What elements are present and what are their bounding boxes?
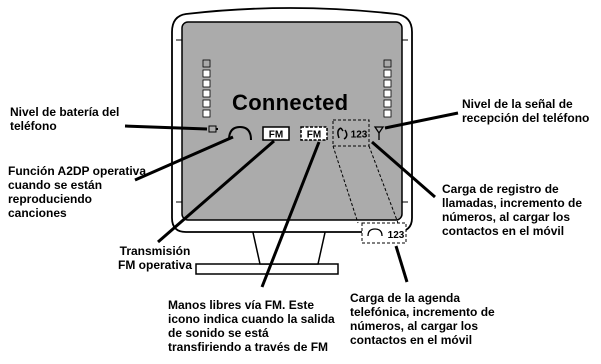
callout-call-log-line-3: números, al cargar los (442, 210, 571, 224)
fm-transmission-icon-text: FM (269, 130, 283, 141)
callout-a2dp-line-4: canciones (8, 206, 67, 220)
callout-signal-line-1: Nivel de la señal de (462, 97, 573, 111)
callout-call-log-line-1: Carga de registro de (442, 182, 559, 196)
fm-transmission-icon (262, 126, 290, 141)
callout-line-battery (124, 124, 208, 131)
callout-lines (124, 111, 459, 288)
callout-line-signal (384, 111, 459, 130)
callout-a2dp: Función A2DP operativa cuando se están r… (8, 164, 146, 220)
callout-call-log-line-4: contactos en el móvil (442, 224, 565, 238)
callout-handsfree-line-3: de sonido se está (168, 326, 269, 340)
callout-line-phonebook (394, 245, 409, 283)
callout-signal-line-2: recepción del teléfono (462, 111, 590, 125)
phonebook-counter: 123 (388, 230, 405, 241)
callout-handsfree-line-1: Manos libres vía FM. Este (168, 298, 315, 312)
callout-signal: Nivel de la señal de recepción del teléf… (462, 97, 589, 125)
callout-call-log: Carga de registro de llamadas, increment… (442, 182, 582, 238)
callout-line-call-log (371, 140, 436, 199)
phonebook-icon (367, 228, 383, 237)
call-log-highlight (332, 119, 370, 147)
callout-line-handsfree (260, 141, 321, 288)
callout-handsfree-line-2: icono indica cuando la salida (168, 312, 335, 326)
call-log-counter: 123 (351, 130, 368, 141)
callout-call-log-line-2: llamadas, incremento de (442, 196, 583, 210)
callout-battery-line-2: teléfono (10, 119, 57, 133)
callout-a2dp-line-2: cuando se están (8, 178, 103, 192)
callout-phonebook-line-4: contactos en el móvil (350, 333, 473, 347)
projection-lines (332, 145, 399, 224)
callout-a2dp-line-1: Función A2DP operativa (8, 164, 147, 178)
callout-a2dp-line-3: reproduciendo (8, 192, 93, 206)
monitor-screen (181, 21, 403, 221)
right-level-bars (383, 59, 392, 118)
call-log-icon (337, 127, 348, 140)
signal-antenna-icon (373, 126, 385, 140)
callout-line-a2dp (134, 135, 234, 182)
battery-icon (208, 125, 218, 133)
handsfree-fm-icon-text: FM (307, 130, 321, 141)
left-level-bars (202, 59, 211, 118)
callout-handsfree: Manos libres vía FM. Este icono indica c… (168, 298, 335, 354)
callout-phonebook-line-3: números, al cargar los (350, 319, 479, 333)
callout-handsfree-line-4: transfiriendo a través de FM (168, 340, 329, 354)
callout-battery: Nivel de batería del teléfono (10, 105, 119, 133)
callout-phonebook: Carga de la agenda telefónica, increment… (350, 291, 495, 347)
phonebook-icon-box (361, 222, 407, 244)
callout-fm-tx-line-1: Transmisión (119, 244, 191, 258)
handsfree-fm-icon (300, 126, 328, 141)
callout-phonebook-line-1: Carga de la agenda (350, 291, 461, 305)
callout-battery-line-1: Nivel de batería del (10, 105, 120, 119)
monitor-stand (251, 227, 327, 265)
callout-line-fm-tx (157, 139, 275, 244)
a2dp-icon (228, 125, 252, 141)
callout-phonebook-line-2: telefónica, incremento de (350, 305, 495, 319)
status-text: Connected (232, 90, 349, 115)
callout-fm-tx-line-2: FM operativa (118, 258, 193, 272)
callout-fm-transmission: Transmisión FM operativa (118, 244, 192, 272)
